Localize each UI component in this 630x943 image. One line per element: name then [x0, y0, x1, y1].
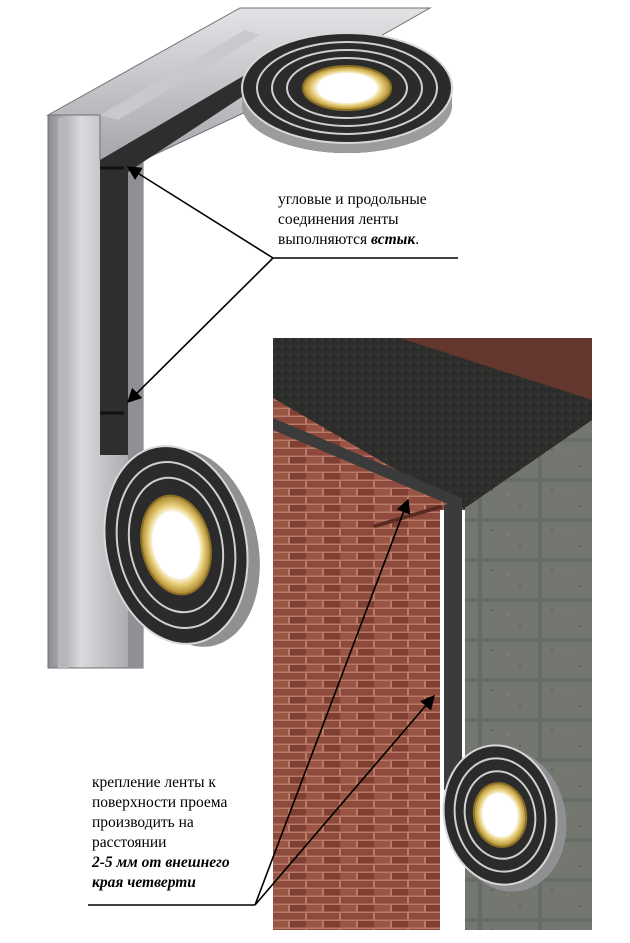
- annotation-top-line1: угловые и продольные: [278, 191, 427, 208]
- annotation-top-line3: выполняются встык.: [278, 230, 478, 250]
- tape-roll-middle: [103, 445, 260, 647]
- annotation-tape-offset: крепление ленты к поверхности проема про…: [92, 773, 312, 893]
- annotation-bottom-line4: расстоянии: [92, 834, 167, 851]
- annotation-top-tail: .: [415, 231, 420, 248]
- annotation-bottom-line2: поверхности проема: [92, 794, 228, 811]
- tape-roll-top: [241, 32, 453, 153]
- annotation-bottom-line1: крепление ленты к: [92, 774, 216, 791]
- top-callout-arrows: [126, 166, 458, 404]
- annotation-top-line2: соединения ленты: [278, 211, 399, 228]
- bottom-callout-arrows: [88, 498, 435, 906]
- annotation-top-emphasis: встык: [370, 231, 416, 248]
- annotation-bottom-line5: 2-5 мм от внешнего: [92, 854, 230, 871]
- annotation-bottom-line3: производить на: [92, 814, 194, 831]
- annotation-bottom-line6: края четверти: [92, 874, 196, 891]
- sealing-tape-strip: [100, 75, 260, 455]
- tape-roll-bottom: [442, 744, 567, 892]
- annotation-top-line3-plain: выполняются: [278, 231, 371, 248]
- annotation-butt-joints: угловые и продольные соединения ленты вы…: [278, 190, 478, 250]
